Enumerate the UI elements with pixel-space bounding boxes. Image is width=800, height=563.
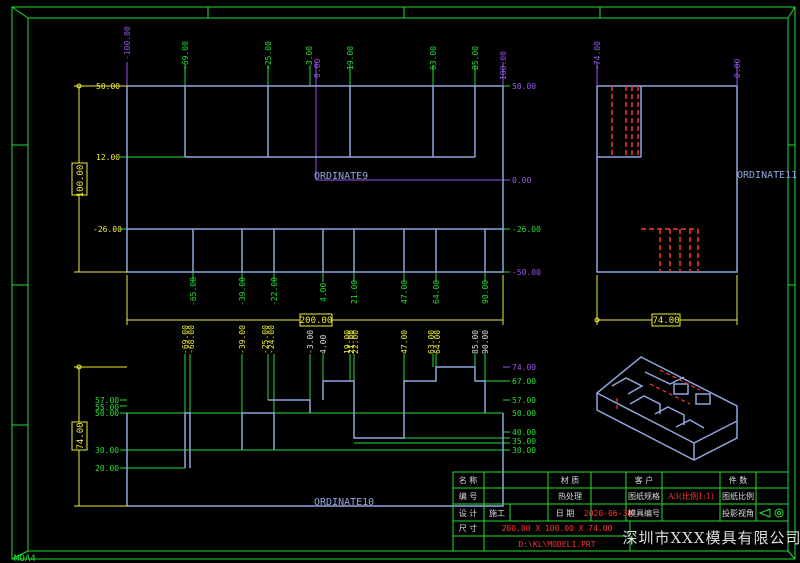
ordinate-label: 100.00	[499, 51, 508, 80]
ordinate-label: 85.00	[471, 330, 480, 354]
ordinate-label: -24.00	[267, 325, 276, 354]
ordinate-label: 57.00	[95, 396, 119, 405]
ordinate-label: -74.00	[593, 41, 602, 70]
top-view-top-ordinates: -69.00 -68.00 -39.00 -25.00 -24.00 -3.00…	[181, 325, 490, 354]
ordinate-label: -50.00	[512, 268, 541, 277]
projection-symbol-icon	[758, 508, 784, 518]
ordinate-label: 4.00	[319, 335, 328, 354]
ordinate-label: 0.00	[512, 176, 531, 185]
size-label: 尺 寸	[459, 523, 478, 533]
ordinate-label: 63.00	[429, 46, 438, 70]
ordinate-label: 30.00	[512, 446, 536, 455]
ordinate-label: -68.00	[187, 325, 196, 354]
ordinate-label: -100.00	[123, 26, 132, 60]
ordinate-label: -22.00	[270, 277, 279, 306]
ordinate-label: 85.00	[471, 46, 480, 70]
ordinate-label: 50.00	[512, 409, 536, 418]
customer-label: 客 户	[635, 475, 654, 485]
ordinate-label: -3.00	[306, 330, 315, 354]
ordinate-label: -39.00	[238, 277, 247, 306]
ordinate-label: -69.00	[181, 325, 190, 354]
ordinate-label: 74.00	[512, 363, 536, 372]
company-name: 深圳市XXX模具有限公司	[622, 529, 800, 547]
number-label: 编 号	[459, 491, 478, 501]
isometric-view	[596, 356, 738, 461]
front-view-label: ORDINATE9	[314, 171, 368, 182]
ordinate-label: 90.00	[481, 330, 490, 354]
ordinate-label: 64.00	[432, 280, 441, 304]
title-block: 名 称 材 质 客 户 件 数 编 号 热处理 图纸规格 A3(比例1:1) 图…	[452, 471, 800, 552]
front-bottom-ordinates: -65.00 -39.00 -22.00 4.00 21.00 47.00 64…	[189, 277, 490, 306]
ordinate-label: 50.00	[95, 409, 119, 418]
sheet-value: A3(比例1:1)	[667, 491, 714, 501]
ordinate-label: 19.00	[343, 330, 352, 354]
ordinate-label: -39.00	[238, 325, 247, 354]
ordinate-label: 12.00	[96, 153, 120, 162]
ordinate-label: 21.00	[350, 280, 359, 304]
path-value: D:\KL\MODEL1.PRT	[518, 540, 595, 549]
side-view: 74.00 -74.00 0.00 ORDINATE11	[593, 41, 797, 327]
ordinate-label: -3.00	[305, 46, 314, 70]
top-height-dim: 74.00	[76, 422, 86, 449]
front-height-dim: 100.00	[76, 165, 86, 198]
ordinate-label: 55.00	[95, 403, 119, 412]
scale-label: 图纸比例	[722, 491, 754, 501]
top-view: 74.00 -69.00 -68.00 -39.00 -25.00 -24.00…	[71, 325, 536, 508]
size-value: 200.00 X 100.00 X 74.00	[502, 524, 613, 533]
part-count-label: 件 数	[729, 475, 748, 485]
sheet-label: 图纸规格	[628, 491, 660, 501]
layout-tab[interactable]: MOA4	[14, 554, 36, 563]
ordinate-label: 22.00	[351, 330, 360, 354]
design-label: 设 计	[459, 508, 478, 518]
ordinate-label: 50.00	[96, 82, 120, 91]
ordinate-label: 47.00	[400, 280, 409, 304]
ordinate-label: 30.00	[95, 446, 119, 455]
sheet-frame	[11, 6, 796, 560]
ordinate-label: 35.00	[512, 437, 536, 446]
front-top-ordinates: -100.00 -69.00 -25.00 -3.00 0.00 19.00 6…	[123, 26, 508, 80]
ordinate-label: -65.00	[189, 277, 198, 306]
process-label: 施工	[489, 508, 505, 518]
ordinate-label: 90.00	[481, 280, 490, 304]
front-width-dim: 200.00	[300, 316, 333, 326]
ordinate-label: -25.00	[261, 325, 270, 354]
ordinate-label: 64.00	[433, 330, 442, 354]
ordinate-label: 40.00	[512, 428, 536, 437]
name-label: 名 称	[459, 475, 478, 485]
ordinate-label: 21.00	[347, 330, 356, 354]
material-label: 材 质	[561, 475, 580, 485]
proj-label: 投影视角	[722, 508, 754, 518]
front-view: 100.00 200.00 -100.00 -69.00 -25.00 -3.0…	[71, 26, 541, 327]
ordinate-label: 47.00	[400, 330, 409, 354]
side-view-label: ORDINATE11	[737, 170, 797, 181]
ordinate-label: 50.00	[512, 82, 536, 91]
ordinate-label: 0.00	[733, 59, 742, 78]
ordinate-label: -69.00	[181, 41, 190, 70]
side-width-dim: 74.00	[652, 316, 679, 326]
ordinate-label: -26.00	[512, 225, 541, 234]
mold-label: 模具编号	[628, 508, 660, 518]
ordinate-label: 0.00	[313, 59, 322, 78]
ordinate-label: 19.00	[346, 46, 355, 70]
ordinate-label: -26.00	[93, 225, 122, 234]
ordinate-label: 20.00	[95, 464, 119, 473]
ordinate-label: -25.00	[264, 41, 273, 70]
date-label: 日 期	[556, 509, 575, 518]
ordinate-label: 63.00	[427, 330, 436, 354]
ordinate-label: 4.00	[319, 283, 328, 302]
date-value: 2020-06-30	[584, 509, 632, 518]
heat-label: 热处理	[558, 491, 582, 501]
top-view-label: ORDINATE10	[314, 497, 374, 508]
ordinate-label: 57.00	[512, 396, 536, 405]
ordinate-label: 67.00	[512, 377, 536, 386]
